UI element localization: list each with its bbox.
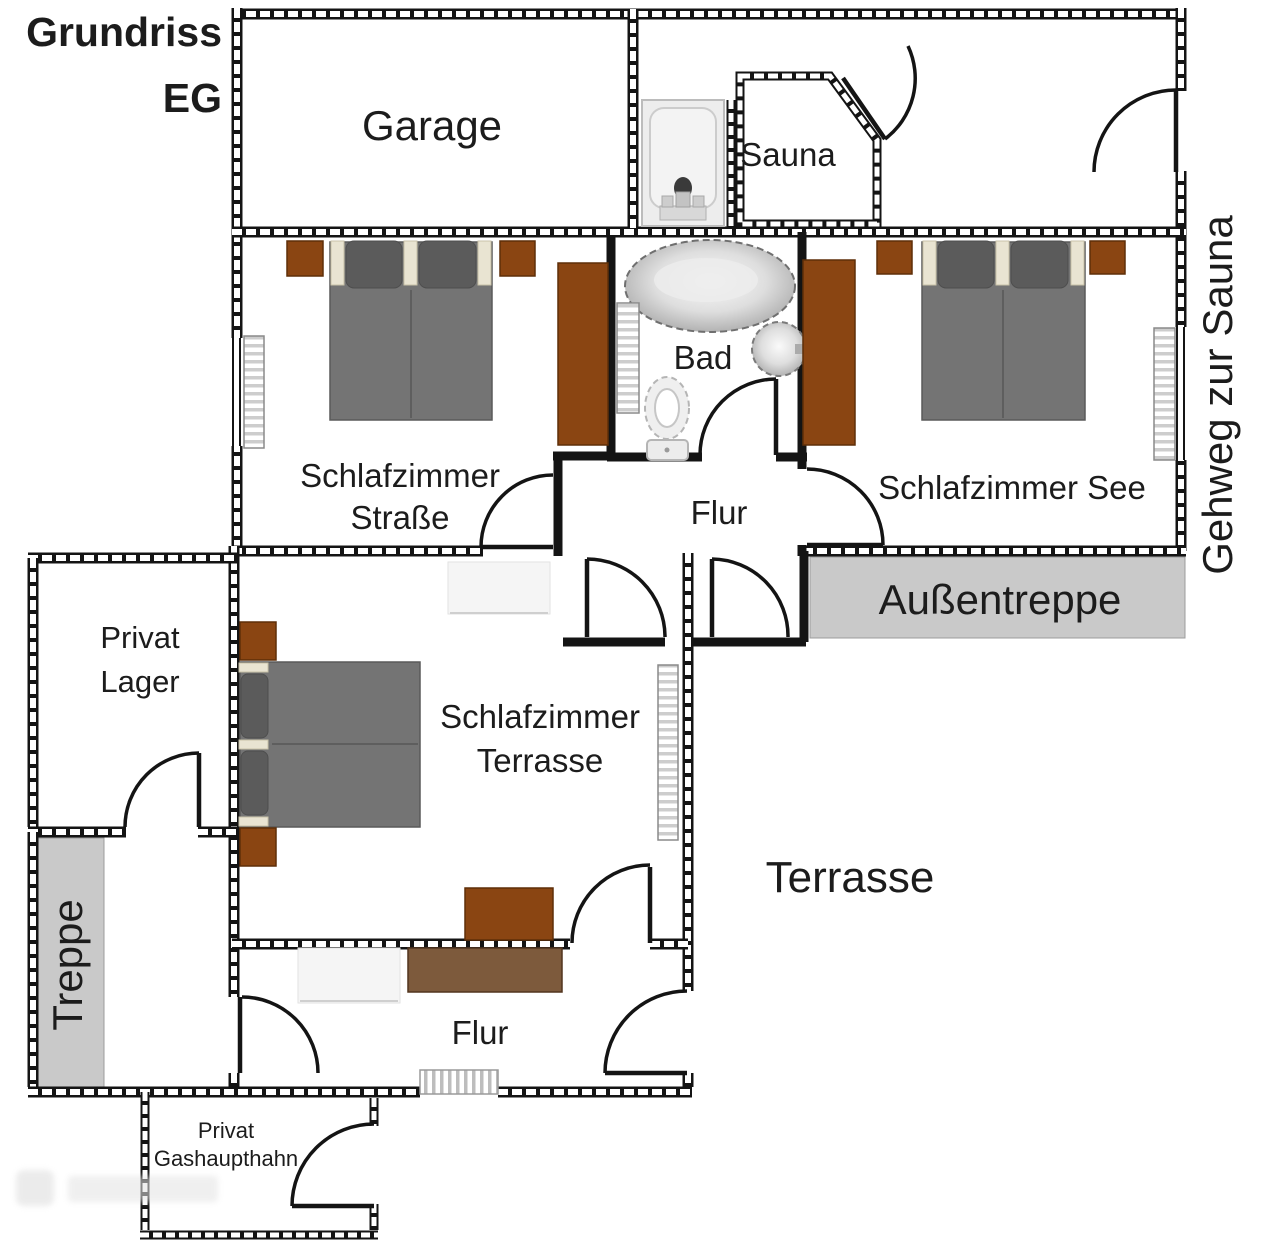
window-icon bbox=[230, 338, 243, 446]
door-swing-treppe-flur bbox=[237, 995, 320, 1074]
room-label-bad: Bad bbox=[674, 339, 733, 376]
radiator bbox=[657, 664, 679, 841]
label-terrasse: Terrasse bbox=[766, 853, 935, 902]
plan-title: Grundriss bbox=[26, 9, 222, 55]
aussentreppe-zone bbox=[809, 556, 1186, 639]
rug bbox=[447, 561, 551, 615]
room-label-flur-top: Flur bbox=[691, 494, 748, 531]
room-label-schlafzimmer-strasse-2: Straße bbox=[350, 499, 449, 536]
door-swing-gashaupthahn bbox=[290, 1122, 375, 1209]
label-aussentreppe: Außentreppe bbox=[879, 576, 1122, 623]
door-swing-flur-terrasse bbox=[584, 557, 667, 638]
wardrobe bbox=[557, 262, 609, 446]
room-label-sauna: Sauna bbox=[740, 136, 836, 173]
radiator bbox=[616, 302, 640, 414]
labels: Grundriss EG Garage Bad Schlafzimmer Str… bbox=[26, 9, 1241, 1171]
room-label-flur-bottom: Flur bbox=[452, 1014, 509, 1051]
radiator bbox=[243, 335, 265, 449]
bathtub-icon bbox=[624, 239, 796, 333]
wardrobe bbox=[802, 259, 856, 446]
room-label-gashaupthahn-2: Gashaupthahn bbox=[154, 1146, 298, 1171]
room-label-schlafzimmer-terrasse-2: Terrasse bbox=[477, 742, 604, 779]
radiator bbox=[1153, 327, 1176, 461]
nightstand bbox=[876, 240, 913, 275]
door-swing-see bbox=[806, 467, 885, 548]
door-swing-landing bbox=[709, 557, 790, 638]
room-label-garage: Garage bbox=[362, 102, 502, 149]
plan-subtitle: EG bbox=[163, 75, 222, 121]
treppe-zone bbox=[37, 837, 105, 1089]
door-swing-outer-right bbox=[1092, 88, 1179, 173]
room-label-privat-lager-2: Lager bbox=[100, 664, 179, 699]
room-label-schlafzimmer-see: Schlafzimmer See bbox=[878, 469, 1146, 506]
toilet-icon bbox=[644, 376, 690, 461]
window-icon bbox=[1174, 327, 1187, 460]
nightstand bbox=[239, 827, 277, 867]
room-label-treppe: Treppe bbox=[44, 899, 91, 1031]
dresser bbox=[464, 887, 554, 941]
room-sauna: Sauna bbox=[735, 45, 917, 229]
door-swing-flur-right bbox=[603, 989, 688, 1076]
shower-tray-icon bbox=[641, 99, 725, 227]
room-label-privat-lager-1: Privat bbox=[100, 620, 180, 655]
entrance-steps-icon bbox=[419, 1069, 499, 1095]
double-bed bbox=[921, 240, 1086, 421]
nightstand bbox=[499, 240, 536, 277]
watermark bbox=[16, 1168, 226, 1210]
door-swing-terrasse-se bbox=[570, 863, 653, 944]
rug bbox=[297, 947, 401, 1004]
room-label-schlafzimmer-terrasse-1: Schlafzimmer bbox=[440, 698, 640, 735]
doors bbox=[123, 88, 1179, 1209]
double-bed bbox=[238, 661, 421, 828]
label-gehweg-zur-sauna: Gehweg zur Sauna bbox=[1194, 215, 1241, 575]
nightstand bbox=[239, 621, 277, 661]
sideboard bbox=[407, 947, 563, 993]
double-bed bbox=[329, 240, 493, 421]
nightstand bbox=[286, 240, 324, 277]
nightstand bbox=[1089, 240, 1126, 275]
room-label-schlafzimmer-strasse-1: Schlafzimmer bbox=[300, 457, 500, 494]
door-swing-bad bbox=[698, 377, 779, 456]
door-swing-privat-lager bbox=[123, 751, 202, 828]
door-swing-strasse bbox=[479, 473, 554, 550]
door-swing-sauna bbox=[841, 45, 917, 141]
room-label-gashaupthahn-1: Privat bbox=[198, 1118, 254, 1143]
